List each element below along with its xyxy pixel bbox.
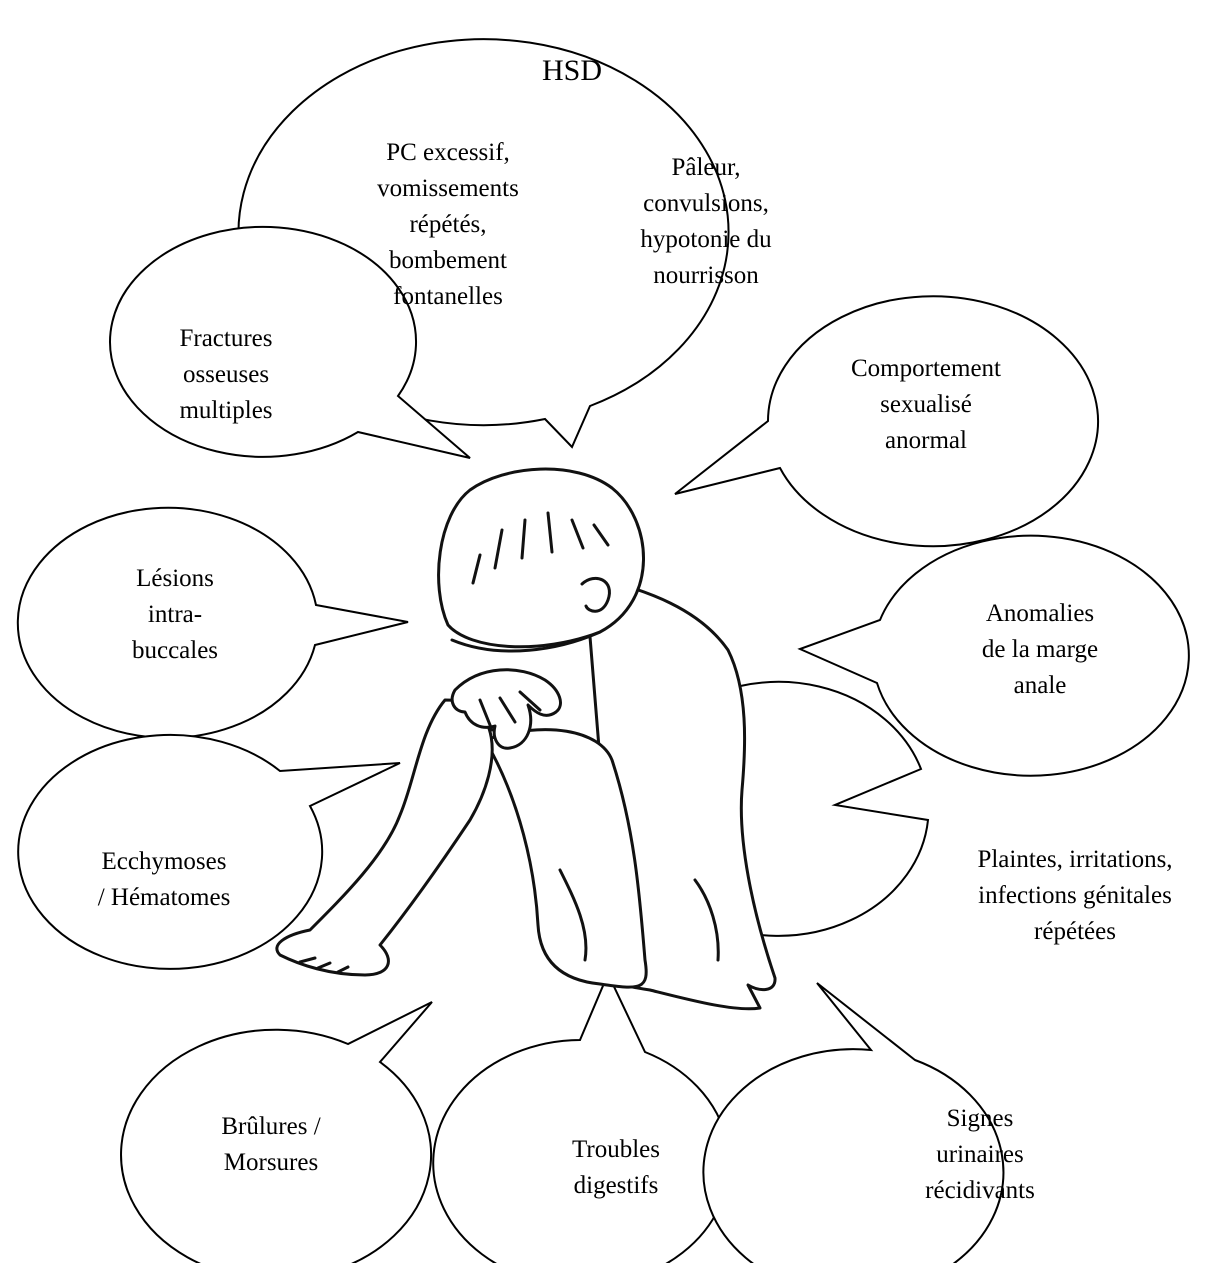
bubble-hsd-left-text: PC excessif, vomissements répétés, bombemen… (377, 135, 519, 315)
bubble-brulures-text: Brûlures / Morsures (221, 1109, 320, 1181)
label-line: Brûlures / (221, 1113, 321, 1140)
bubble-ecchymoses (17, 733, 401, 970)
label-line: multiples (179, 397, 273, 424)
label-line: de la marge (981, 636, 1099, 663)
label-line: Comportement (851, 355, 1001, 382)
label-line: Anomalies (985, 600, 1095, 627)
bubble-troubles-text: Troubles digestifs (572, 1132, 660, 1204)
label-line: répétés, (409, 211, 487, 238)
bubble-anomalies (797, 534, 1190, 777)
label-line: Ecchymoses (101, 848, 227, 875)
label-line: PC excessif, (386, 139, 510, 166)
label-line: osseuses (182, 361, 270, 388)
label-line: Troubles (572, 1136, 660, 1163)
bubble-signes (702, 982, 1005, 1263)
bubble-brulures (120, 1001, 433, 1263)
label-line: digestifs (573, 1172, 659, 1199)
label-line: convulsions, (643, 190, 769, 217)
label-line: nourrisson (653, 262, 759, 289)
label-line: infections génitales (978, 882, 1172, 909)
bubble-plaintes-text: Plaintes, irritations, infections génital… (977, 842, 1172, 950)
bubble-signes-text: Signes urinaires récidivants (925, 1101, 1035, 1209)
label-line: Pâleur, (671, 154, 741, 181)
label-line: urinaires (936, 1141, 1024, 1168)
label-line: anale (1013, 672, 1067, 699)
bubble-lesions-text: Lésions intra-buccales (132, 561, 218, 669)
bubble-hsd-right-text: Pâleur, convulsions, hypotonie du nourrisso… (640, 150, 771, 294)
label-line: Lésions (136, 565, 214, 592)
bubble-lesions (16, 506, 409, 739)
sitting-child-figure (275, 467, 777, 1011)
bubble-ecchymoses-text: Ecchymoses / Hématomes (98, 844, 231, 916)
label-line: buccales (131, 637, 219, 664)
label-line: bombement (388, 247, 508, 274)
bubble-anomalies-text: Anomalies de la marge anale (982, 596, 1098, 704)
label-line: Fractures (179, 325, 273, 352)
label-line: Plaintes, irritations, (977, 846, 1173, 873)
label-line: anormal (885, 427, 967, 454)
bubble-fractures-text: Fractures osseuses multiples (179, 321, 272, 429)
label-line: fontanelles (393, 283, 503, 310)
bubble-comportement (674, 295, 1099, 548)
label-line: vomissements (377, 175, 519, 202)
label-line: / Hématomes (97, 884, 231, 911)
label-line: sexualisé (880, 391, 972, 418)
label-line: Morsures (223, 1149, 319, 1176)
label-line: intra- (147, 601, 203, 628)
label-line: répétées (1034, 918, 1116, 945)
label-line: hypotonie du (640, 226, 772, 253)
bubble-comportement-text: Comportement sexualisé anormal (851, 351, 1001, 459)
label-line: Signes (946, 1105, 1014, 1132)
bubble-fractures (109, 225, 471, 459)
label-line: récidivants (925, 1177, 1035, 1204)
bubble-hsd-title: HSD (541, 54, 603, 87)
bubble-troubles (432, 971, 731, 1263)
